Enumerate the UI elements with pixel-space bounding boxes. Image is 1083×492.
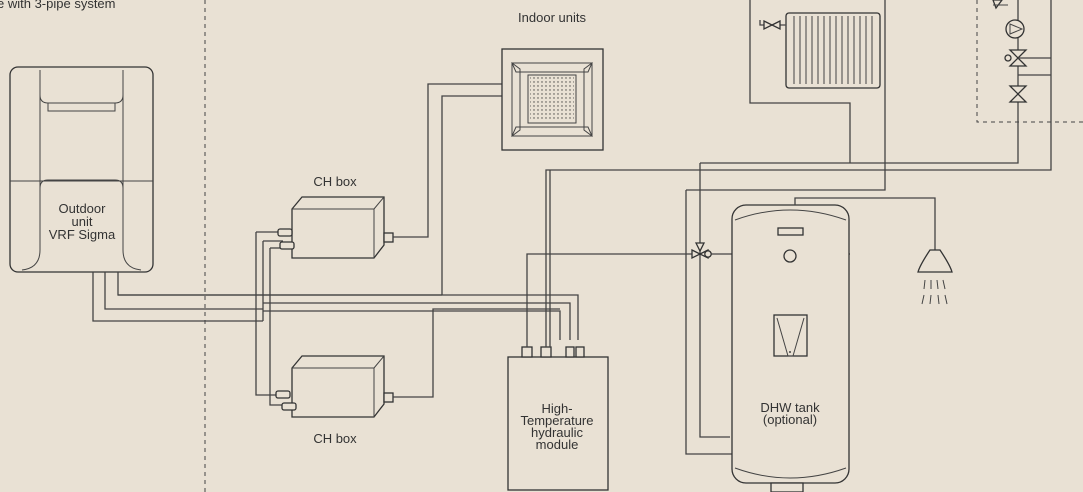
module-label-4: module <box>536 437 579 452</box>
outdoor-unit: Outdoor unit VRF Sigma <box>9 66 154 273</box>
module-label-1: High- <box>541 401 572 416</box>
optional-zone-border <box>976 0 1083 123</box>
dhw-tank-label-1: DHW tank <box>760 400 820 415</box>
pipe-ch-bottom-to-module <box>393 308 560 398</box>
dhw-tank-label-2: (optional) <box>763 412 817 427</box>
shower-icon <box>917 249 953 305</box>
pipe-to-indoor-2 <box>441 95 502 295</box>
ch-box-top: CH box <box>277 174 394 259</box>
outdoor-unit-label-3: VRF Sigma <box>49 227 116 242</box>
pipe-to-shower <box>794 197 936 250</box>
refrigerant-pipes <box>92 231 579 406</box>
ch-box-top-label: CH box <box>313 174 357 189</box>
ch-box-bottom-label: CH box <box>313 431 357 446</box>
outdoor-unit-label-1: Outdoor <box>59 201 107 216</box>
module-label-3: hydraulic <box>531 425 584 440</box>
module-label-2: Temperature <box>521 413 594 428</box>
valve-icon <box>691 242 712 260</box>
hydraulic-module: High- Temperature hydraulic module <box>507 346 609 491</box>
pipe-ch-top-to-indoor <box>393 83 502 238</box>
pump-icon <box>992 0 1051 110</box>
cassette-unit-icon <box>501 48 604 151</box>
outdoor-unit-label-2: unit <box>72 214 93 229</box>
indoor-units-label: Indoor units <box>518 10 586 25</box>
radiator-icon <box>763 12 881 89</box>
ch-box-bottom: CH box <box>275 355 394 446</box>
diagram-title: e with 3-pipe system <box>0 0 116 11</box>
dhw-tank: DHW tank (optional) <box>731 204 850 492</box>
